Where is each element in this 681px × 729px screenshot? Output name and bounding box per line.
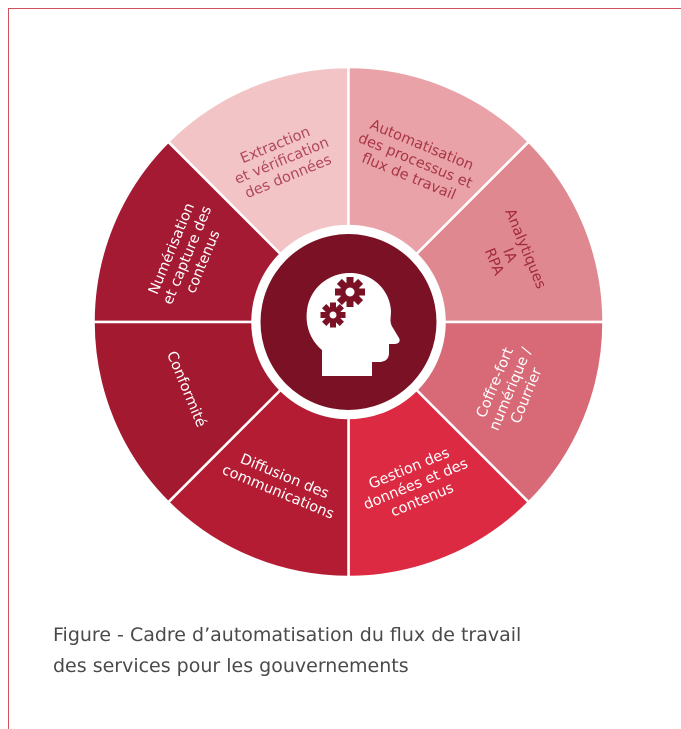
segment-analytiques <box>414 139 605 324</box>
label-numerisation: Numérisationet capture descontenus <box>145 197 231 313</box>
segment-diffusion <box>166 388 350 579</box>
segment-automatisation <box>347 65 531 256</box>
frame-left-border <box>8 8 9 729</box>
label-analytiques-line-2: IA <box>499 246 519 265</box>
segment-numerisation <box>92 139 283 324</box>
segment-coffre-fort <box>414 320 605 505</box>
segment-gestion <box>347 388 531 579</box>
gear-large-icon <box>335 277 365 307</box>
head-gears-icon <box>306 272 400 376</box>
wheel-segments <box>92 65 605 579</box>
automation-framework-wheel: Numérisationet capture descontenusExtrac… <box>92 65 605 579</box>
gear-small-icon <box>320 302 346 328</box>
segment-conformite <box>92 320 283 505</box>
segment-extraction <box>166 65 350 256</box>
caption-line-2: des services pour les gouvernements <box>53 655 409 677</box>
frame-top-border <box>8 8 681 9</box>
caption-line-1: Figure - Cadre d’automatisation du flux … <box>53 624 522 646</box>
figure-caption: Figure - Cadre d’automatisation du flux … <box>53 620 653 682</box>
